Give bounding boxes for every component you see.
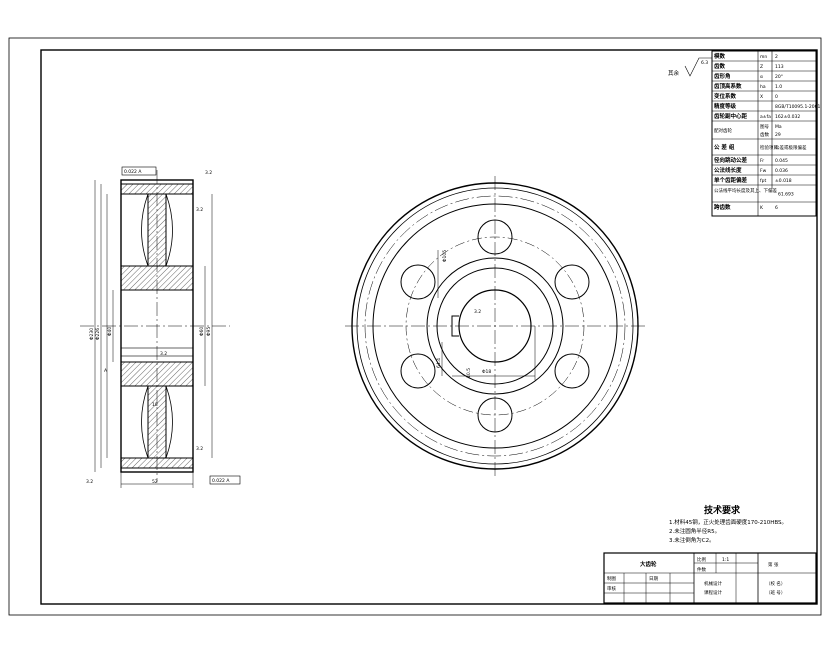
gear-parameter-table [711,50,817,217]
param-symbol: 图号 [760,124,769,130]
front-view-annotations: Φ105 64.4 Φ18 10.5 3.2 [436,250,491,378]
param-value: 20° [775,74,783,80]
dim-label: Φ226 [95,328,101,340]
param-value: 8GB/T10095.1-2001 [775,104,821,110]
param-name: 变位系数 [714,92,737,100]
dim-label: 64.4 [436,358,442,368]
dim-label: 10.5 [466,368,472,378]
side-section-view [80,170,230,488]
param-symbol: Fr [760,158,764,164]
param-name: 公法线长度 [714,166,742,174]
param-symbol: 齿数 [760,131,769,138]
param-value: 公差或极限偏差 [775,144,807,151]
param-symbol: a±fa [760,114,771,120]
technical-requirements: 技术要求 1.材料45钢，正火处理齿面硬度170-210HBS。 2.未注圆角半… [669,504,787,544]
param-name: 跨齿数 [714,203,731,211]
title-block [603,552,817,604]
param-name: 齿数 [714,62,726,70]
tolerance-frame-bottom [209,475,241,485]
tolerance-frame-bottom-text: 0.022 A [212,478,230,484]
dim-label: 52 [152,479,158,485]
param-symbol: α [760,75,763,80]
outer-border [8,37,822,616]
check-label: 审核 [607,585,616,592]
roughness-label: 3.2 [205,170,212,176]
qty-label: 件数 [697,566,706,573]
param-name: 齿顶高系数 [714,82,742,90]
param-value: 0.045 [775,158,788,164]
param-value: 0.036 [775,168,788,174]
param-symbol: ha [760,84,766,90]
param-value: ±0.018 [775,178,792,184]
datum-label: A [104,368,108,374]
param-name: 径向跳动公差 [714,156,748,164]
param-value: 113 [775,64,784,70]
param-symbol: fpt [760,178,766,184]
param-value: 6 [775,205,778,211]
param-value: 61.693 [778,192,794,198]
tech-req-item: 1.材料45钢，正火处理齿面硬度170-210HBS。 [669,518,787,526]
title-block-text: 大齿轮 比例 1:1 件数 制图 审核 日期 机械设计 课程设计 （校 名） （… [607,556,785,596]
param-name: 单个齿距偏差 [714,176,748,184]
param-value: 2 [775,54,778,60]
front-view [345,176,645,476]
tech-req-title: 技术要求 [704,504,741,516]
tolerance-frame-top [121,166,157,176]
param-name: 公 差 组 [714,143,735,151]
inner-border [40,49,818,605]
param-name: 公法线平均长度及其上、下偏差 [714,187,777,194]
surface-mark-label: 其余 [668,69,680,77]
param-value: Ma [775,124,782,130]
course-name: 课程设计 [704,589,722,596]
tech-req-item: 3.未注倒角为C2。 [669,536,715,544]
surface-mark-value: 6.3 [701,60,708,66]
dim-label: Φ95 [206,327,212,336]
dim-label: Φ40 [107,327,113,336]
tolerance-frame-top-text: 0.022 A [124,169,142,175]
param-name: 配对齿轮 [714,127,732,134]
dim-label: Φ60 [199,327,205,336]
param-symbol: Z [760,64,763,70]
roughness-label: 3.2 [160,351,167,357]
sheet-label: 第 张 [768,561,779,568]
param-symbol: Fw [760,168,767,174]
param-name: 模数 [714,52,726,60]
param-symbol: mn [760,55,767,60]
dim-label: 18 [152,402,158,408]
dim-label: Φ105 [442,250,448,262]
param-value: 29 [775,132,781,138]
roughness-label: 3.2 [474,309,481,315]
param-symbol: 检验项目 [760,144,778,151]
roughness-label: 3.2 [196,446,203,452]
dim-label: Φ230 [89,328,95,340]
scale-value: 1:1 [722,557,729,563]
date-label: 日期 [649,576,658,582]
scale-label: 比例 [697,556,706,563]
param-rows: 模数 mn 2 齿数 Z 113 齿形角 α 20° 齿顶高系数 ha 1.0 变位系数 X 0 精度等级 8G… [712,52,821,211]
dim-label: Φ18 [482,369,491,375]
part-name: 大齿轮 [640,560,657,568]
drawn-label: 制图 [607,575,616,582]
param-name: 精度等级 [714,102,737,110]
school-name: （校 名） [766,580,785,587]
roughness-symbol [684,57,712,77]
param-symbol: K [760,205,764,211]
param-value: 0 [775,94,778,100]
roughness-label: 3.2 [86,479,93,485]
roughness-label: 3.2 [196,207,203,213]
param-value: 162±0.032 [775,114,800,120]
param-value: 1.0 [775,84,782,90]
side-view-annotations: 0.022 A 0.022 A 3.2 3.2 3.2 3.2 3.2 52 Φ… [86,166,241,485]
class-number: （班 号） [766,589,785,596]
param-name: 齿形角 [714,72,731,80]
course-name: 机械设计 [704,580,722,587]
param-name: 齿轮副中心距 [714,112,748,120]
param-symbol: X [760,94,763,100]
tech-req-item: 2.未注圆角半径R5。 [669,527,720,535]
